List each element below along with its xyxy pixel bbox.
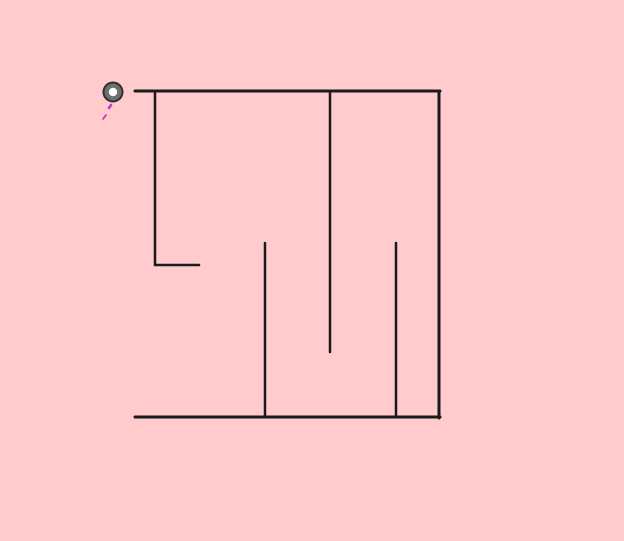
movement-trail xyxy=(102,103,113,120)
maze-walls xyxy=(133,89,442,420)
robot-ball-icon xyxy=(102,81,124,103)
trail-dash xyxy=(107,103,113,110)
trail-dash xyxy=(102,114,107,120)
player[interactable] xyxy=(102,81,124,120)
